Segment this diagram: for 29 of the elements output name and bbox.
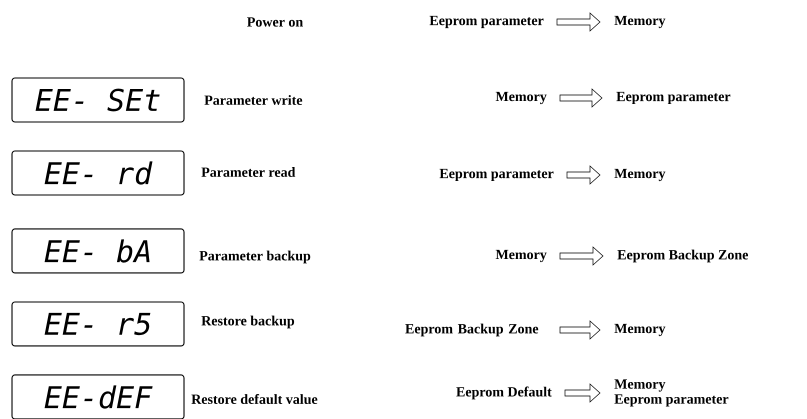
hollow-arrow: [564, 383, 601, 403]
hollow-arrow: [560, 320, 601, 340]
description-text: Parameter backup: [199, 250, 310, 264]
storage-text: Memory Eeprom parameter: [614, 379, 728, 407]
storage-text: Memory: [614, 168, 666, 182]
storage-text: Eeprom parameter: [616, 92, 730, 104]
storage-text: Memory: [614, 324, 666, 336]
display-box: EE-dEF: [11, 374, 185, 419]
storage-text: Eeprom Default: [456, 386, 552, 400]
description-text: Restore backup: [201, 316, 294, 328]
hollow-arrow: [556, 12, 601, 32]
storage-text: Memory: [614, 16, 666, 28]
description-text: Parameter write: [204, 95, 302, 105]
storage-text: Memory: [496, 92, 547, 104]
description-text: Restore default value: [191, 394, 318, 404]
storage-text: Eeprom parameter: [430, 16, 544, 28]
description-text: Parameter read: [201, 167, 296, 177]
display-box: EE- bA: [11, 228, 185, 274]
hollow-arrow: [560, 246, 604, 266]
display-box: EE- rd: [11, 150, 185, 196]
storage-text: Eeprom Backup Zone: [617, 250, 748, 262]
storage-text: Eeprom parameter: [440, 168, 554, 182]
hollow-arrow: [566, 165, 601, 185]
storage-text: Eeprom Backup Zone: [405, 324, 538, 336]
display-box: EE- SEt: [11, 77, 185, 123]
hollow-arrow: [560, 88, 603, 108]
step-label: Power on: [247, 17, 303, 27]
storage-text: Memory: [496, 250, 547, 262]
display-box: EE- r5: [11, 301, 185, 347]
